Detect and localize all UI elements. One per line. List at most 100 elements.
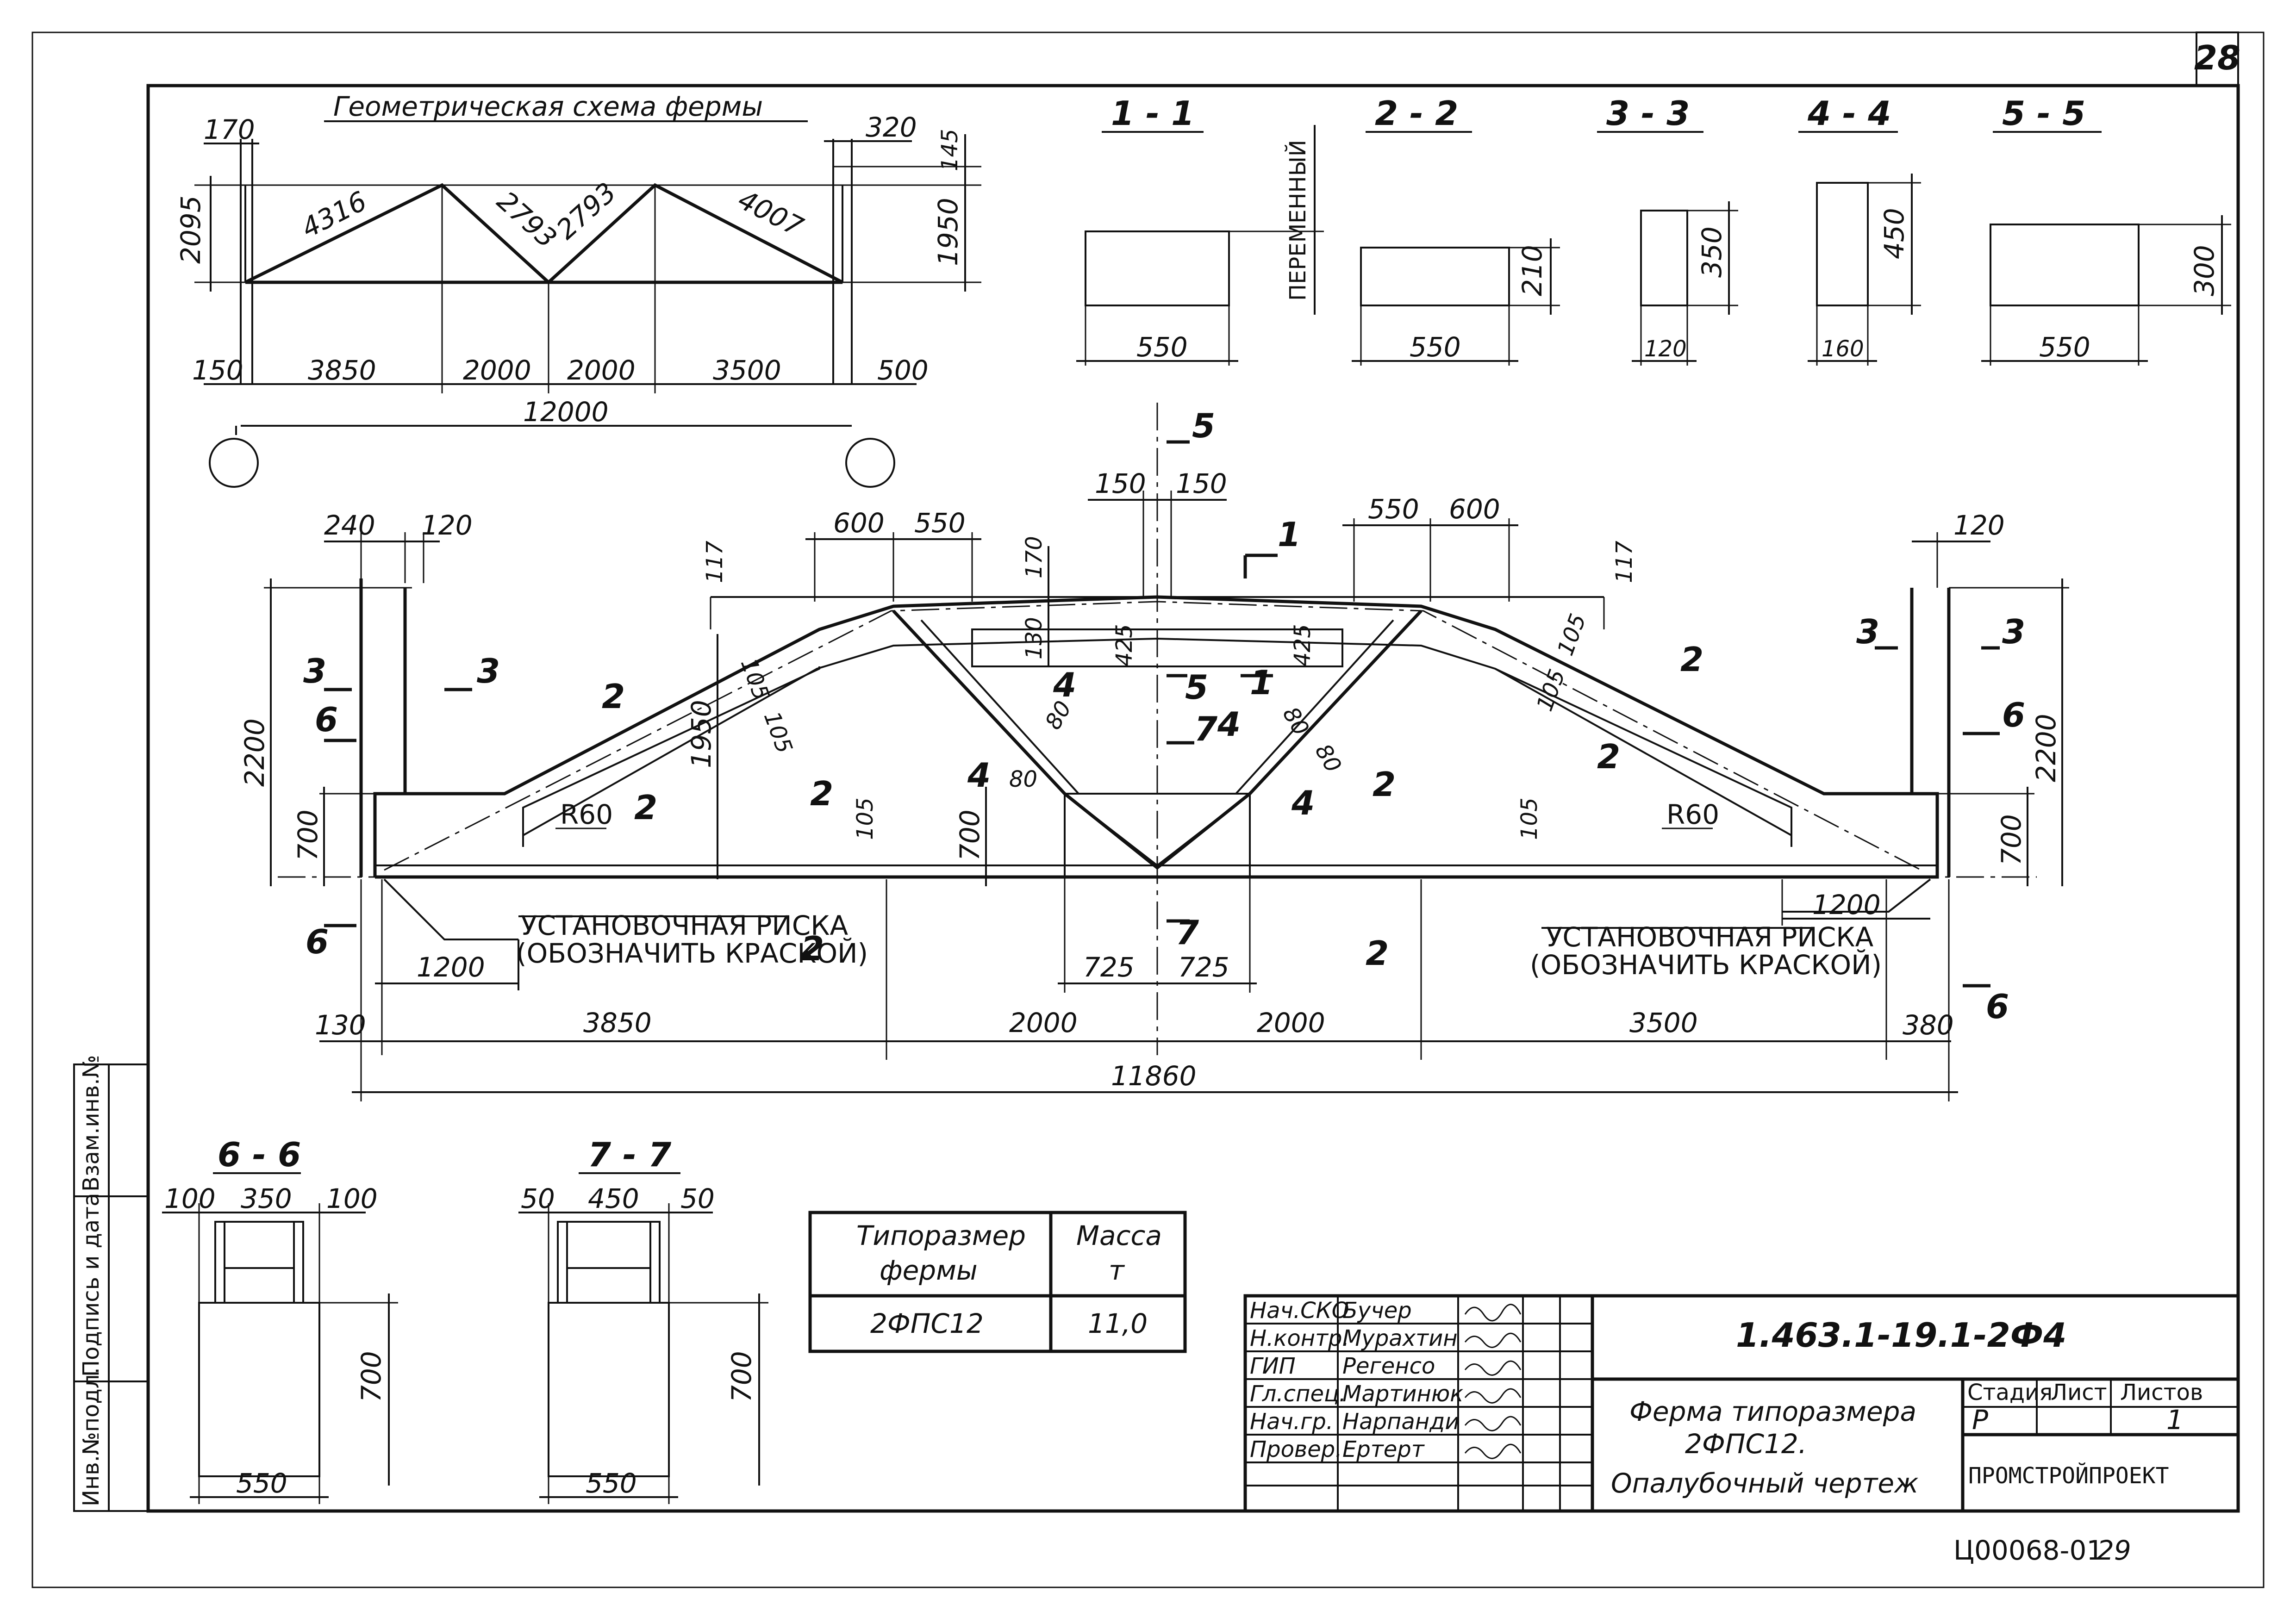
geom-panel-2: 2000 [463,354,531,386]
dim-425-right: 425 [1290,624,1316,666]
doc-code: 1.463.1-19.1-2Ф4 [1736,1316,2066,1355]
dim-105-e: 105 [852,797,878,840]
geom-panel-1: 3850 [308,354,376,386]
sec7-height: 700 [726,1351,757,1402]
role-4: Нач.гр. [1250,1409,1333,1435]
section-4-4: 4 - 4 160 450 [1798,94,1921,366]
overall-dim: 11860 [1111,1060,1197,1092]
dim-550-right: 550 [1368,493,1419,525]
section-3-label: 3 - 3 [1606,94,1690,133]
height-700-left: 700 [292,809,324,861]
geom-panel-5: 500 [877,354,929,386]
sheets-value: 1 [2166,1404,2184,1436]
bdim-3500: 3500 [1629,1007,1698,1038]
section-5-5: 5 - 5 550 300 [1981,94,2231,366]
dim-80-b: 80 [1009,766,1037,792]
dim-117-right: 117 [1611,541,1637,583]
side-stamp: Инв.№подл. Подпись и дата Взам.инв.№ [73,1055,149,1512]
section-7-7: 7 - 7 50 450 50 700 550 [518,1135,768,1504]
cut-3-right-b: 3 [2002,612,2025,651]
cut-2-d: 2 [1373,765,1396,804]
mass-type: 2ФПС12 [870,1308,984,1339]
dim-425-left: 425 [1111,624,1137,666]
dim-550-left: 550 [914,507,966,539]
cut-2-e: 2 [1597,737,1620,776]
cut-4-a: 4 [1053,665,1076,704]
section-2-label: 2 - 2 [1375,94,1458,133]
bdim-2000-b: 2000 [1257,1007,1325,1038]
sec6-top-2: 350 [241,1183,292,1214]
note-left-line2: (ОБОЗНАЧИТЬ КРАСКОЙ) [516,937,868,969]
cut-3-left-a: 3 [303,652,326,690]
cut-7-b: 7 [1176,913,1199,952]
section-7-label: 7 - 7 [588,1135,671,1174]
geom-panel-3: 2000 [567,354,636,386]
org-name: ПРОМСТРОЙПРОЕКТ [1968,1462,2169,1489]
name-1: Мурахтин [1342,1325,1458,1351]
title-line-1: Ферма типоразмера [1629,1396,1916,1427]
cut-5b: 5 [1185,668,1208,707]
sec6-height: 700 [356,1351,387,1402]
section-1-width: 550 [1136,331,1188,363]
radius-left: R60 [560,799,613,830]
title-line-2: 2ФПС12. [1685,1428,1807,1460]
section-2-height: 210 [1516,245,1548,296]
section-5-label: 5 - 5 [2002,94,2085,133]
cut-7-a: 7 [1194,709,1217,748]
section-1-height: ПЕРЕМЕННЫЙ [1285,140,1311,301]
height-2200-left: 2200 [239,718,270,787]
dim-725-left: 725 [1083,951,1135,983]
side-stamp-replace: Взам.инв.№ [78,1055,104,1192]
dim-80-c: 80 [1278,703,1314,740]
dim-1200-right: 1200 [1812,889,1881,920]
side-stamp-sign: Подпись и дата [78,1193,104,1377]
bdim-2000-a: 2000 [1009,1007,1078,1038]
mass-header-type-1: Типоразмер [856,1220,1026,1251]
dim-725-right: 725 [1178,951,1229,983]
sec7-top-1: 50 [521,1183,555,1214]
cut-6-right-b: 6 [1986,987,2009,1026]
bdim-3850: 3850 [583,1007,652,1038]
role-0: Нач.СКО [1250,1298,1349,1324]
title-line-3: Опалубочный чертеж [1611,1468,1918,1499]
signatures [1464,1304,1522,1459]
dim-150-left: 150 [1095,468,1146,499]
role-5: Провер. [1250,1436,1342,1462]
geom-panel-0: 150 [192,354,243,386]
section-5-height: 300 [2189,245,2220,296]
geom-right-height: 1950 [932,198,964,266]
section-5-width: 550 [2039,331,2090,363]
note-right-line2: (ОБОЗНАЧИТЬ КРАСКОЙ) [1530,949,1882,981]
dim-80-d: 80 [1310,740,1347,777]
sheets-header: Листов [2120,1380,2203,1405]
mass-value: 11,0 [1088,1308,1148,1339]
bdim-380: 380 [1903,1009,1954,1041]
dim-130: 130 [1021,617,1047,659]
section-3-3: 3 - 3 120 350 [1597,94,1738,366]
sec7-top-2: 450 [588,1183,639,1214]
role-2: ГИП [1250,1353,1296,1379]
geom-left-height: 2095 [175,195,206,264]
cut-6-right-a: 6 [2002,696,2025,734]
name-2: Регенсо [1342,1353,1435,1379]
dim-170: 170 [1021,536,1047,578]
geom-member-3: 2793 [550,176,622,245]
sec6-top-3: 100 [326,1183,378,1214]
cut-2-b: 2 [634,788,657,827]
geom-panel-4: 3500 [713,354,781,386]
sec6-top-1: 100 [164,1183,216,1214]
dim-105-f: 105 [1516,797,1542,840]
truss-outline [373,595,1939,879]
sheet-number: 28 [2194,38,2240,77]
cut-1-top: 1 [1278,515,1301,554]
section-4-height: 450 [1878,208,1910,259]
cut-6-left-a: 6 [315,700,338,739]
title-block: Нач.СКО Н.контр. ГИП Гл.спец. Нач.гр. Пр… [1243,1294,2240,1513]
cut-3-left-b: 3 [477,652,500,690]
inner-frame [146,84,2240,1513]
note-left-line1: УСТАНОВОЧНАЯ РИСКА [521,910,848,941]
dim-105-b: 105 [759,708,798,757]
bdim-130: 130 [315,1009,366,1041]
geom-left-offset: 170 [204,114,255,145]
cut-2-h: 2 [1366,934,1389,973]
